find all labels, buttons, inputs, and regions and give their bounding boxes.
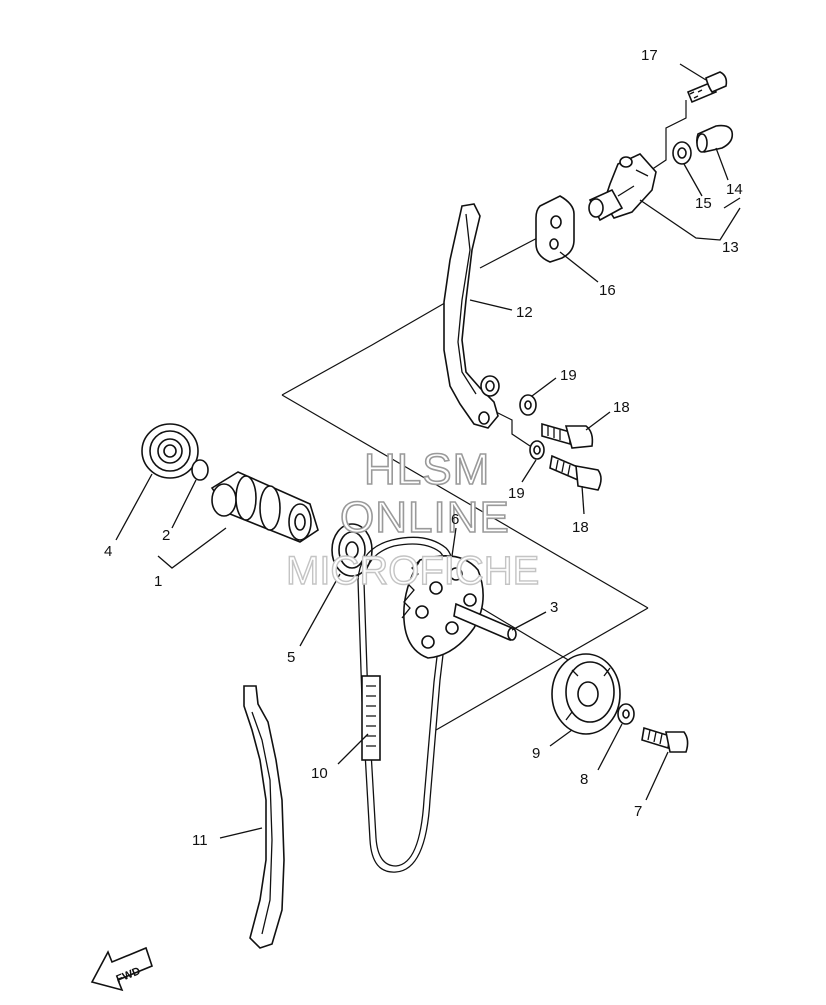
callout-16: 16 bbox=[599, 282, 616, 299]
bolt-17 bbox=[686, 71, 728, 104]
washer-19-upper bbox=[519, 394, 537, 416]
callout-12: 12 bbox=[516, 304, 533, 321]
callout-7: 7 bbox=[634, 803, 642, 820]
watermark-line-3: MICROFICHE bbox=[286, 549, 539, 593]
callout-2: 2 bbox=[162, 527, 170, 544]
bearing-4 bbox=[141, 423, 199, 479]
plate-9 bbox=[551, 653, 621, 735]
bolt-18-upper bbox=[541, 422, 594, 449]
reference-frame bbox=[281, 100, 687, 731]
fwd-arrow-icon: FWD bbox=[90, 946, 153, 992]
bolt-18-lower bbox=[549, 454, 602, 491]
callout-4: 4 bbox=[104, 543, 112, 560]
bolt-7 bbox=[641, 726, 689, 753]
chain-guide-11 bbox=[243, 685, 285, 949]
callout-9: 9 bbox=[532, 745, 540, 762]
cam-sprocket-6 bbox=[401, 554, 484, 659]
callout-15: 15 bbox=[695, 195, 712, 212]
frame-bottom-line bbox=[435, 607, 649, 731]
dowel-pin-3 bbox=[453, 602, 517, 642]
cam-chain-10 bbox=[357, 536, 454, 873]
frame-diagonal-line bbox=[281, 394, 649, 609]
plug-bolt-14 bbox=[696, 124, 734, 153]
callout-11: 11 bbox=[192, 832, 208, 849]
frame-top-left-line bbox=[281, 299, 451, 396]
callout-8: 8 bbox=[580, 771, 588, 788]
callout-19-upper: 19 bbox=[560, 367, 577, 384]
callout-6: 6 bbox=[451, 511, 459, 528]
callout-5: 5 bbox=[287, 649, 295, 666]
callout-13: 13 bbox=[722, 239, 739, 256]
watermark: HLSM ONLINE MICROFICHE bbox=[285, 444, 540, 594]
watermark-line-1: HLSM bbox=[364, 445, 490, 494]
callout-18-upper: 18 bbox=[613, 399, 630, 416]
circlip-2 bbox=[191, 459, 209, 481]
watermark-line-2: ONLINE bbox=[340, 493, 510, 542]
frame-guide-16-line bbox=[479, 233, 546, 269]
callout-19-lower: 19 bbox=[508, 485, 525, 502]
callout-1: 1 bbox=[154, 573, 162, 590]
camshaft-1 bbox=[210, 471, 319, 543]
washer-19-lower bbox=[529, 440, 545, 460]
callout-17: 17 bbox=[641, 47, 658, 64]
washer-8 bbox=[617, 703, 635, 725]
frame-shaft-axis-line bbox=[467, 599, 586, 671]
chain-guide-12 bbox=[443, 203, 500, 429]
cam-chain-tensioner-13 bbox=[588, 153, 657, 222]
bolt-17-axis-line bbox=[647, 100, 687, 173]
callout-14: 14 bbox=[726, 181, 743, 198]
bolt-18-axis-line bbox=[491, 409, 531, 447]
callout-18-lower: 18 bbox=[572, 519, 589, 536]
callout-labels: 17 14 15 13 16 12 19 18 19 18 4 2 1 5 6 … bbox=[104, 47, 743, 849]
leader-lines bbox=[115, 63, 741, 839]
washer-15 bbox=[672, 141, 692, 165]
gasket-16 bbox=[535, 195, 575, 263]
callout-3: 3 bbox=[550, 599, 558, 616]
callout-10: 10 bbox=[311, 765, 328, 782]
